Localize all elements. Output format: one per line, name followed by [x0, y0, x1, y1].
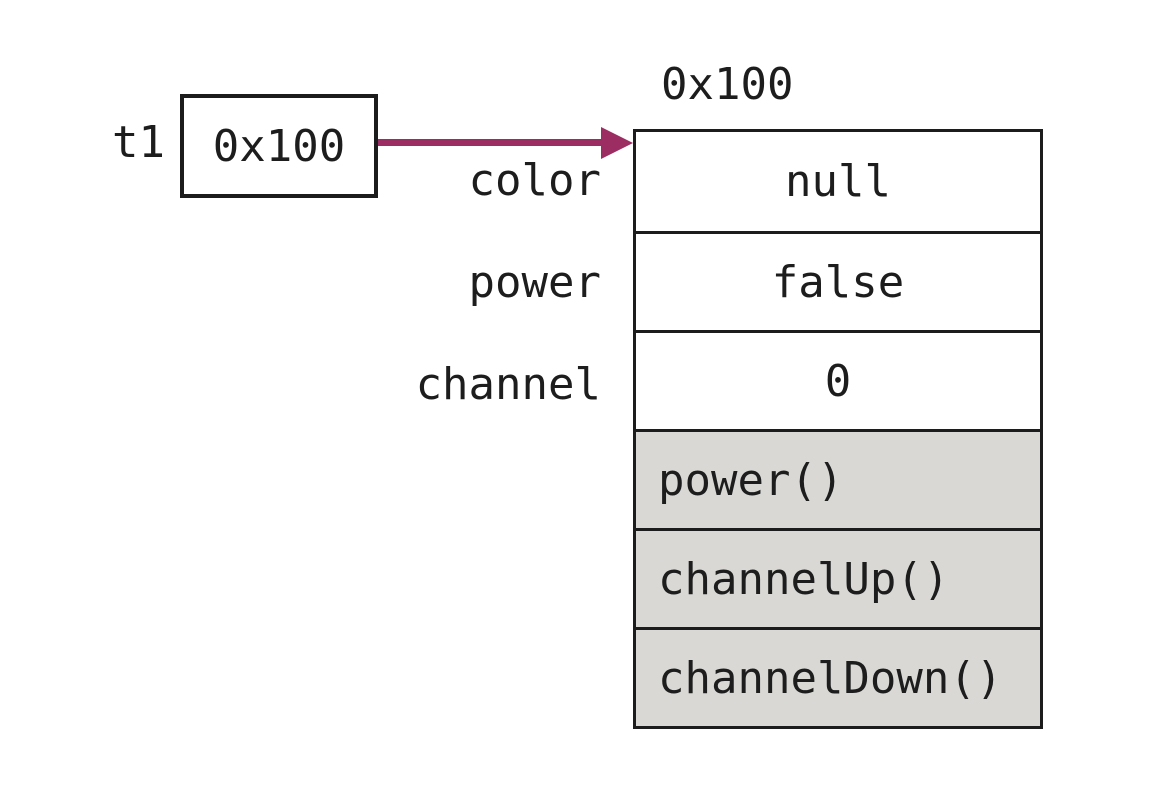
method-row-channel-down: channelDown() [636, 627, 1040, 726]
field-name-color: color [468, 155, 601, 206]
method-label-channel-down: channelDown() [658, 652, 1003, 704]
field-value-row-channel: 0 [636, 330, 1040, 429]
method-row-power: power() [636, 429, 1040, 528]
field-value-channel: 0 [824, 355, 852, 407]
field-value-row-color: null [636, 132, 1040, 231]
method-row-channel-up: channelUp() [636, 528, 1040, 627]
method-label-channel-up: channelUp() [658, 553, 950, 605]
pointer-arrow-line [378, 139, 606, 146]
variable-box: 0x100 [180, 94, 378, 198]
pointer-arrow-head-icon [601, 127, 633, 159]
field-value-power: false [771, 256, 905, 308]
field-value-row-power: false [636, 231, 1040, 330]
method-label-power: power() [658, 454, 844, 506]
variable-name-label: t1 [112, 117, 165, 168]
field-value-color: null [785, 156, 891, 207]
variable-value: 0x100 [212, 120, 346, 172]
object-address-label: 0x100 [661, 59, 794, 110]
field-name-power: power [468, 257, 601, 308]
field-name-channel: channel [415, 359, 601, 410]
object-block: null false 0 power() channelUp() channel… [633, 129, 1043, 729]
